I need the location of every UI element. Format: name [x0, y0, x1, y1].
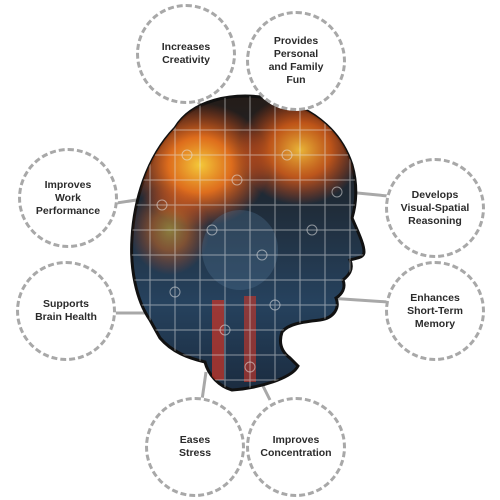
bubble-label: Supports Brain Health	[35, 298, 97, 323]
bubble-short-term-memory: Enhances Short-Term Memory	[385, 261, 485, 361]
bubble-label: Improves Concentration	[260, 434, 332, 459]
bubble-label: Enhances Short-Term Memory	[407, 291, 463, 330]
bubble-increases-creativity: Increases Creativity	[136, 4, 236, 104]
bubble-label: Provides Personal and Family Fun	[268, 35, 324, 86]
head-silhouette	[130, 94, 366, 392]
bubble-eases-stress: Eases Stress	[145, 397, 245, 497]
bubble-visual-spatial: Develops Visual-Spatial Reasoning	[385, 158, 485, 258]
bubble-brain-health: Supports Brain Health	[16, 261, 116, 361]
connector-concentration	[260, 383, 272, 401]
bubble-work-performance: Improves Work Performance	[18, 148, 118, 248]
bubble-label: Improves Work Performance	[35, 178, 101, 217]
connector-stress	[200, 371, 208, 401]
bubble-label: Develops Visual-Spatial Reasoning	[400, 188, 470, 227]
bubble-concentration: Improves Concentration	[246, 397, 346, 497]
connector-memory	[327, 296, 389, 304]
bubble-label: Increases Creativity	[161, 41, 211, 66]
bubble-personal-family-fun: Provides Personal and Family Fun	[246, 11, 346, 111]
bubble-label: Eases Stress	[178, 434, 212, 459]
